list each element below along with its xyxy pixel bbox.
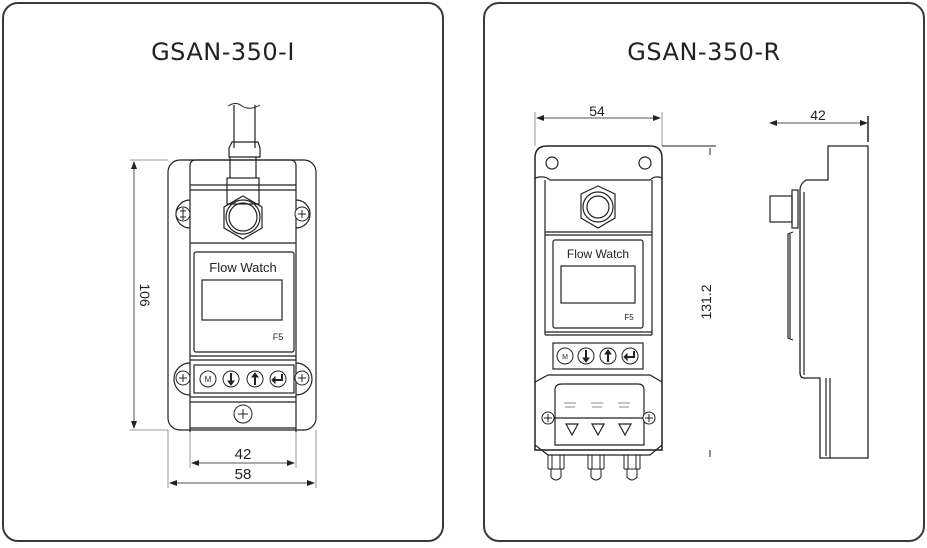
button-down[interactable] (222, 370, 240, 388)
cable (227, 103, 261, 158)
display-label: Flow Watch (209, 260, 276, 275)
button-enter[interactable] (621, 347, 639, 365)
mount-hole (545, 156, 559, 170)
dim-height-106: 106 (137, 283, 153, 307)
screw-icon (294, 206, 310, 222)
terminal-labels (564, 402, 630, 408)
device-front-view-r (534, 145, 663, 481)
cable-gland (223, 157, 263, 240)
dimension-height (662, 145, 716, 457)
dimension-depth (769, 116, 869, 142)
display-frame (552, 239, 644, 329)
led-indicator (564, 423, 580, 437)
led-indicator (590, 423, 606, 437)
display-frame (193, 251, 295, 353)
button-down[interactable] (577, 347, 595, 365)
lcd-screen (560, 265, 636, 304)
m-glyph: M (562, 354, 568, 361)
screw-icon (541, 411, 555, 425)
lcd-screen (201, 279, 283, 321)
dim-inner-width-42: 42 (235, 446, 252, 463)
screw-icon (294, 370, 310, 386)
display-label: Flow Watch (567, 247, 629, 261)
model-code: F5 (273, 332, 284, 342)
device-side-view-r (769, 145, 869, 459)
model-title: GSAN-350-I (151, 38, 295, 66)
dimension-width (534, 112, 663, 146)
dim-width-54: 54 (589, 103, 605, 119)
button-up[interactable] (246, 370, 264, 388)
panel-gsan-350-i: GSAN-350-I (2, 2, 444, 542)
button-panel (193, 364, 295, 394)
button-up[interactable] (599, 347, 617, 365)
m-glyph: M (205, 375, 212, 384)
screw-icon (175, 370, 191, 386)
model-code: F5 (624, 313, 634, 322)
dimension-height (130, 159, 168, 431)
led-indicator (617, 423, 633, 437)
screw-icon (175, 206, 191, 222)
button-enter[interactable] (269, 370, 287, 388)
device-front-view-i (167, 103, 317, 432)
cable-gland (580, 185, 616, 229)
dim-height-131-2: 131.2 (698, 284, 714, 319)
screw-icon (233, 404, 253, 424)
dimension-inner-width (189, 432, 297, 468)
dim-depth-42: 42 (810, 107, 826, 123)
button-mode[interactable] (556, 347, 574, 365)
model-title: GSAN-350-R (627, 38, 781, 66)
screw-icon (642, 411, 656, 425)
button-mode[interactable] (199, 370, 217, 388)
bottom-glands (547, 455, 641, 481)
dimension-outer-width (167, 430, 317, 488)
panel-gsan-350-r: GSAN-350-R (483, 2, 925, 542)
dim-outer-width-58: 58 (235, 466, 252, 483)
button-panel (552, 342, 644, 370)
mount-hole (638, 156, 652, 170)
